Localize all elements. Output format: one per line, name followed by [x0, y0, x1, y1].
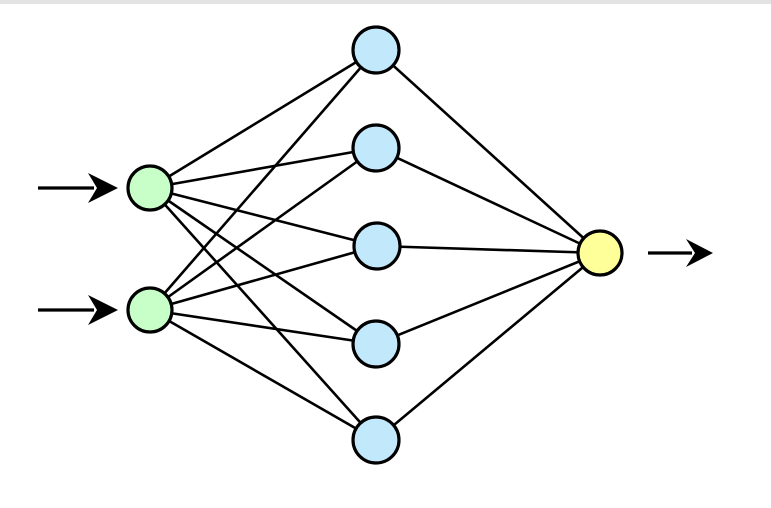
hidden-node-5[interactable] — [351, 415, 401, 465]
edges-group — [149, 48, 601, 442]
edge-input-node-1-to-hidden-node-5 — [149, 187, 377, 441]
edge-hidden-node-4-to-output-node-1 — [375, 251, 601, 346]
hidden-node-4[interactable] — [351, 319, 401, 369]
top-edge-strip — [0, 0, 771, 4]
edge-hidden-node-2-to-output-node-1 — [375, 146, 601, 255]
edge-input-node-2-to-hidden-node-1 — [149, 49, 377, 311]
edge-hidden-node-5-to-output-node-1 — [375, 252, 601, 441]
edge-input-node-1-to-hidden-node-1 — [149, 48, 377, 190]
edge-input-node-2-to-hidden-node-2 — [149, 146, 377, 312]
edge-hidden-node-1-to-output-node-1 — [375, 49, 601, 254]
edge-input-node-2-to-hidden-node-3 — [149, 244, 378, 312]
output-arrow-1-head — [686, 239, 713, 267]
edge-input-node-2-to-hidden-node-4 — [149, 308, 377, 346]
input-node-2[interactable] — [126, 286, 174, 334]
nodes-group — [126, 25, 624, 465]
edge-hidden-node-3-to-output-node-1 — [376, 244, 601, 255]
hidden-node-3[interactable] — [352, 221, 402, 271]
input-node-1[interactable] — [126, 164, 174, 212]
hidden-node-2[interactable] — [351, 123, 401, 173]
edge-input-node-1-to-hidden-node-4 — [149, 186, 377, 346]
io-arrows-group — [38, 173, 713, 325]
input-arrow-1-head — [88, 173, 118, 203]
output-node-1[interactable] — [576, 229, 624, 277]
input-arrow-2 — [38, 295, 118, 325]
edge-input-node-2-to-hidden-node-5 — [149, 308, 377, 442]
input-arrow-2-head — [88, 295, 118, 325]
output-arrow-1 — [648, 239, 713, 267]
edge-input-node-1-to-hidden-node-2 — [149, 146, 377, 190]
edge-input-node-1-to-hidden-node-3 — [149, 186, 378, 248]
input-arrow-1 — [38, 173, 118, 203]
hidden-node-1[interactable] — [351, 25, 401, 75]
